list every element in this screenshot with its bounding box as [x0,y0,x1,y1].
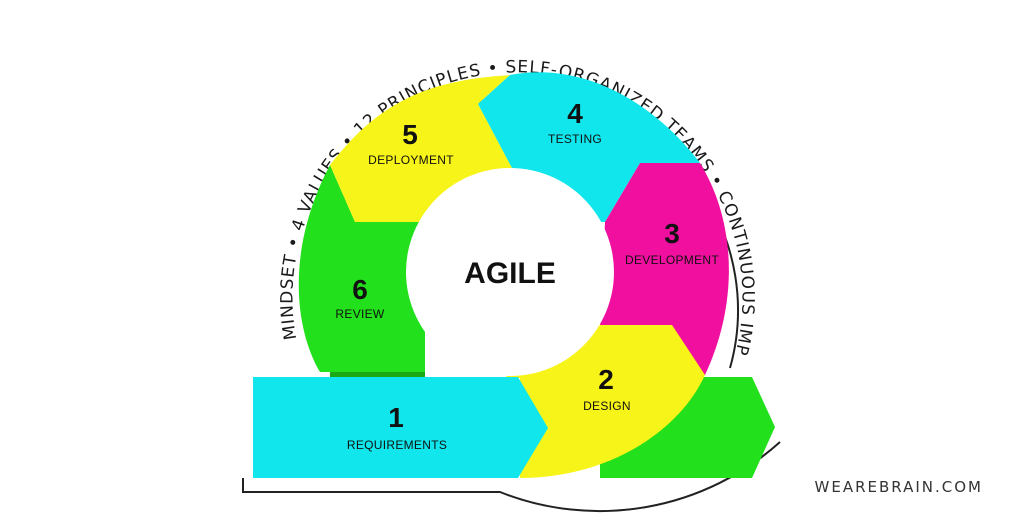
segment-requirements [253,377,548,478]
step-2-number: 2 [598,364,614,395]
step-4-label: TESTING [548,132,602,146]
step-6-number: 6 [352,274,368,305]
step-5-number: 5 [402,119,418,150]
segment-review [298,165,425,372]
step-1-label: REQUIREMENTS [347,438,447,452]
step-3-label: DEVELOPMENT [625,253,719,267]
step-5-label: DEPLOYMENT [368,153,454,167]
brand-watermark: WEAREBRAIN.COM [814,478,983,496]
segment-development [600,163,729,375]
step-3-number: 3 [664,218,680,249]
center-circle [406,168,614,376]
center-title: AGILE [464,257,556,290]
step-1-number: 1 [388,402,404,433]
step-6-label: REVIEW [335,307,385,321]
step-4-number: 4 [567,98,583,129]
step-2-label: DESIGN [583,399,631,413]
